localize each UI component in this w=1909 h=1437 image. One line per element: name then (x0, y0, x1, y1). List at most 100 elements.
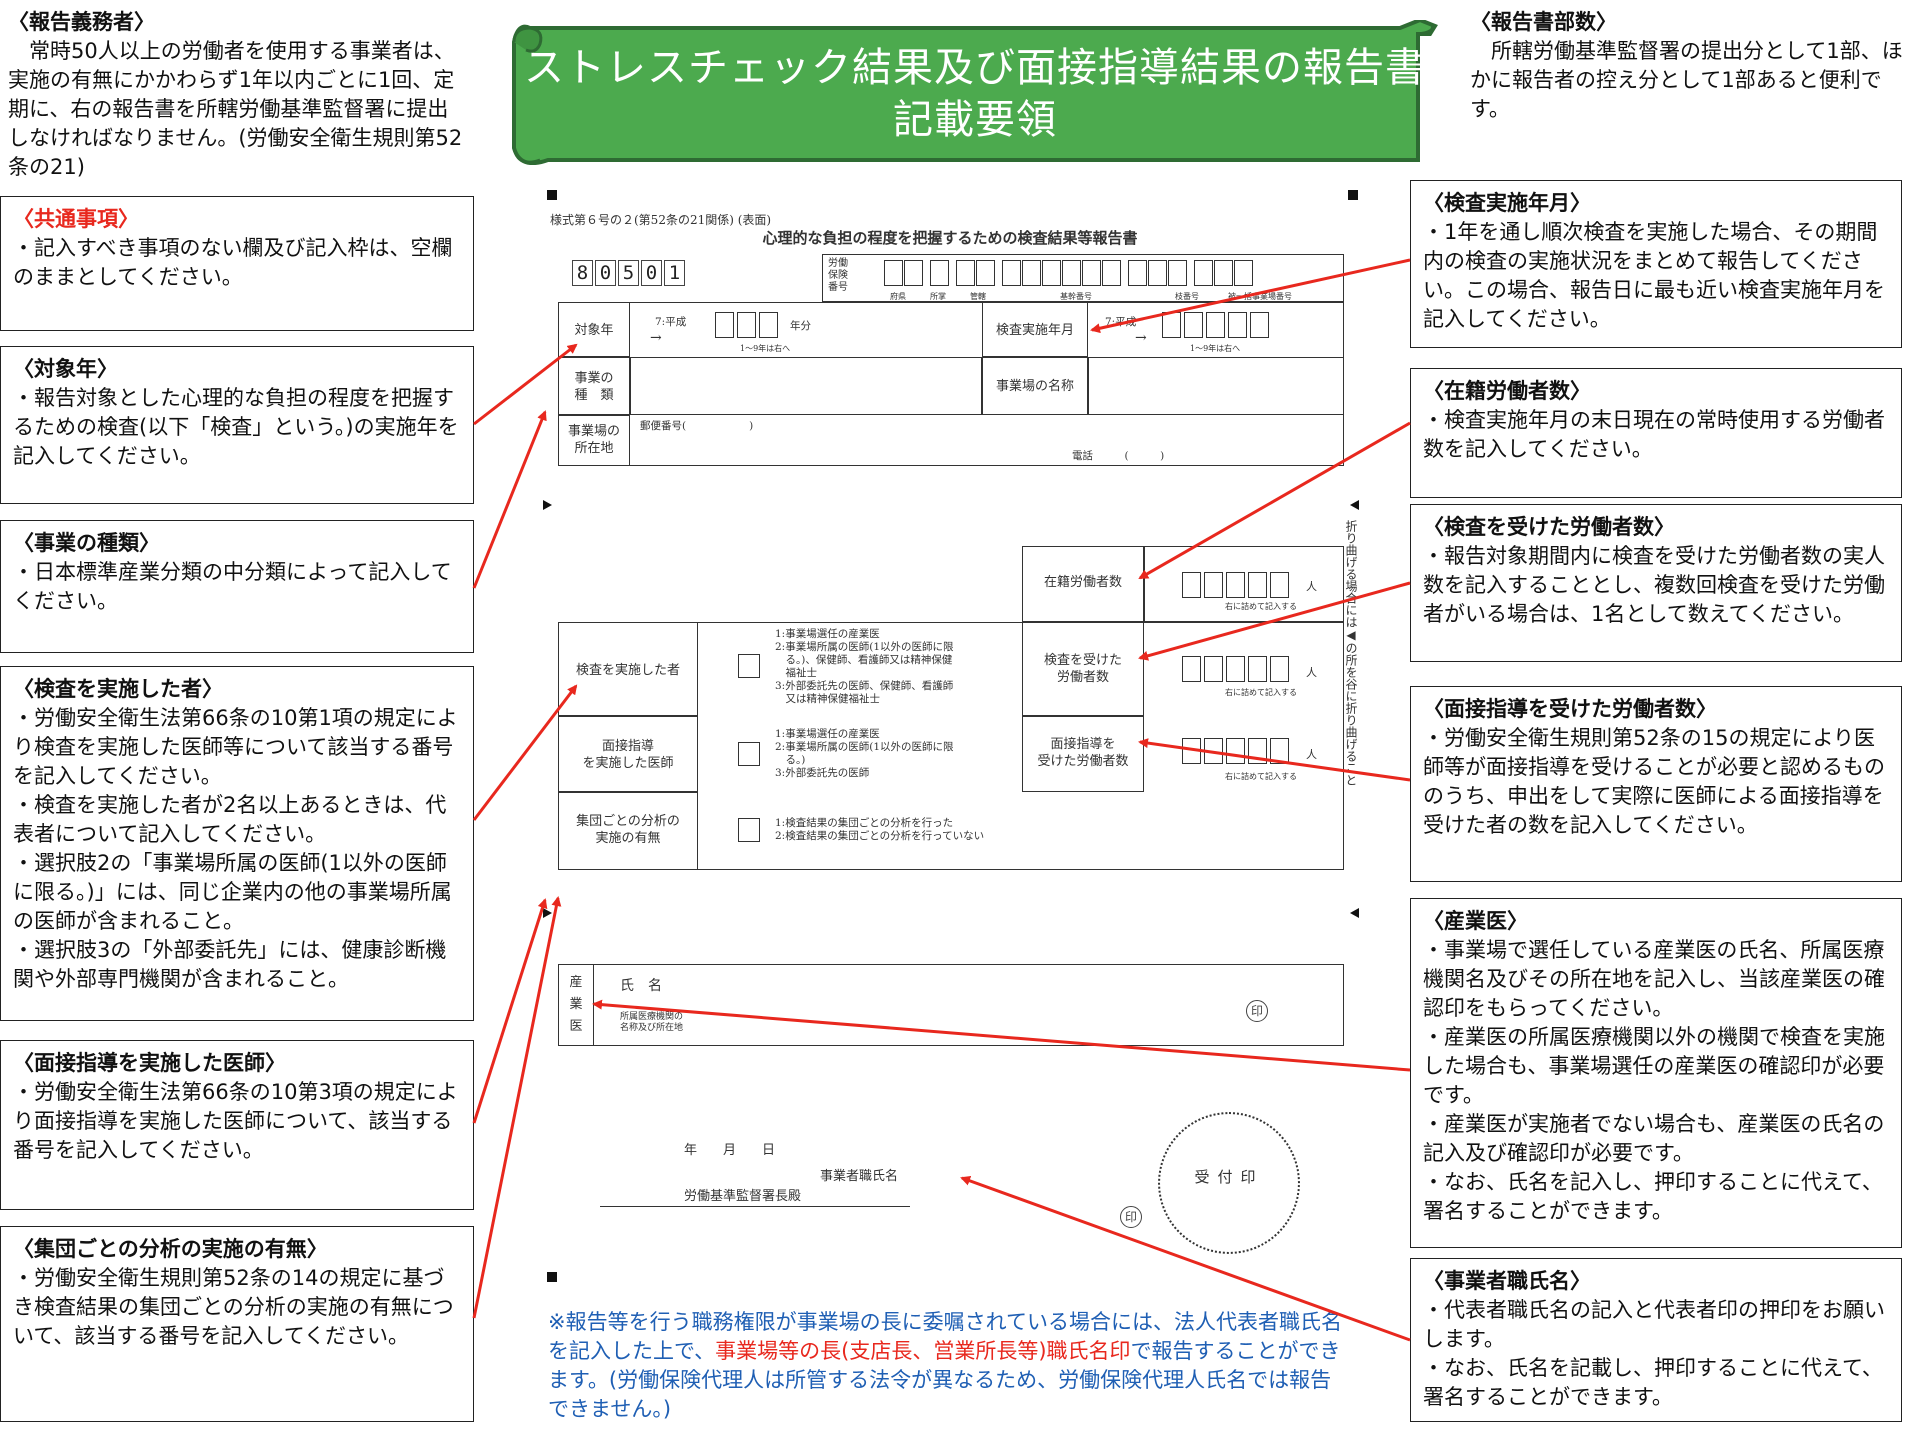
exam-month-box[interactable] (1250, 312, 1269, 338)
note-target-year-body: ・報告対象とした心理的な負担の程度を把握するための検査(以下「検査」という。)の… (13, 386, 459, 468)
count-digit-box[interactable] (1270, 656, 1289, 682)
insurance-number-digit-box[interactable] (1128, 260, 1147, 286)
doctor-seal-icon: 印 (1246, 1000, 1268, 1022)
exam-month-box[interactable] (1162, 312, 1181, 338)
employer-seal-icon: 印 (1120, 1206, 1142, 1228)
insurance-number-digit-box[interactable] (1022, 260, 1041, 286)
count-digit-box[interactable] (1248, 656, 1267, 682)
interview-doctor-options: 1:事業場選任の産業医 2:事業場所属の医師(1以外の医師に限 る。) 3:外部… (775, 728, 954, 779)
examiner-label: 検査を実施した者 (575, 663, 680, 678)
interviewed-unit: 人 (1306, 748, 1317, 761)
ins-sub-pref: 府県 (890, 292, 906, 301)
occupational-doctor-label: 産 業 医 (569, 975, 583, 1034)
insurance-number-digit-box[interactable] (1042, 260, 1061, 286)
insurance-number-digit-box[interactable] (1234, 260, 1253, 286)
interviewed-label: 面接指導を 受けた労働者数 (1037, 737, 1129, 769)
note-business-type: 〈事業の種類〉 ・日本標準産業分類の中分類によって記入してください。 (0, 520, 474, 653)
insurance-number-digit-box[interactable] (956, 260, 975, 286)
employer-name-field[interactable]: 事業者職氏名 (820, 1169, 899, 1184)
arrow-right-icon: → (1135, 330, 1147, 346)
examiner-checkbox[interactable] (738, 654, 760, 678)
exam-month-box[interactable] (1184, 312, 1203, 338)
address-cell (558, 415, 630, 466)
ins-sub-base: 基幹番号 (1060, 292, 1092, 301)
exam-month-label: 検査実施年月 (995, 323, 1074, 338)
count-digit-box[interactable] (1182, 572, 1201, 598)
address-label: 事業場の 所在地 (567, 424, 620, 456)
count-digit-box[interactable] (1226, 572, 1245, 598)
arrow-group-analysis (472, 896, 562, 1319)
target-year-unit: 年分 (790, 320, 811, 332)
business-type-field[interactable] (630, 357, 982, 415)
insurance-number-digit-box[interactable] (1082, 260, 1101, 286)
target-year-label: 対象年 (574, 323, 614, 338)
note-business-type-body: ・日本標準産業分類の中分類によって記入してください。 (13, 560, 452, 613)
footer-note-highlight: 事業場等の長(支店長、営業所長等)職氏名印 (715, 1339, 1131, 1363)
insurance-number-digit-box[interactable] (884, 260, 903, 286)
note-employer-name: 〈事業者職氏名〉 ・代表者職氏名の記入と代表者印の押印をお願いします。 ・なお、… (1410, 1258, 1902, 1422)
ins-sub-office: 管轄 (970, 292, 986, 301)
enrolled-hint: 右に詰めて記入する (1225, 602, 1297, 611)
note-group-analysis-body: ・労働安全衛生規則第52条の14の規定に基づき検査結果の集団ごとの分析の実施の有… (13, 1266, 454, 1348)
note-enrolled-heading: 〈在籍労働者数〉 (1423, 379, 1591, 403)
insurance-number-digit-box[interactable] (1168, 260, 1187, 286)
postal-code-field[interactable]: 郵便番号( ) (640, 420, 754, 432)
note-occupational-doctor: 〈産業医〉 ・事業場で選任している産業医の氏名、所属医療機関名及びその所在地を記… (1410, 898, 1902, 1248)
count-digit-box[interactable] (1204, 656, 1223, 682)
target-year-box[interactable] (759, 312, 778, 338)
examiner-options: 1:事業場選任の産業医 2:事業場所属の医師(1以外の医師に限 る。)、保健師、… (775, 628, 954, 705)
target-year-box[interactable] (715, 312, 734, 338)
reception-stamp-label: 受付印 (1194, 1168, 1264, 1186)
count-digit-box[interactable] (1226, 656, 1245, 682)
code-digit: 0 (595, 260, 616, 286)
group-analysis-checkbox[interactable] (738, 818, 760, 842)
interview-doctor-checkbox[interactable] (738, 742, 760, 766)
insurance-number-digit-box[interactable] (904, 260, 923, 286)
fold-marker-icon (543, 500, 552, 510)
examined-unit: 人 (1306, 666, 1317, 679)
insurance-number-digit-box[interactable] (1102, 260, 1121, 286)
reception-stamp-icon: 受付印 (1158, 1112, 1300, 1254)
count-digit-box[interactable] (1226, 738, 1245, 764)
target-year-box[interactable] (737, 312, 756, 338)
arrow-business-type (472, 410, 547, 589)
note-obligor-heading: 〈報告義務者〉 (8, 10, 155, 34)
insurance-number-digit-box[interactable] (1194, 260, 1213, 286)
insurance-number-digit-box[interactable] (1062, 260, 1081, 286)
note-obligor-body: 常時50人以上の労働者を使用する事業者は、実施の有無にかかわらず1年以内ごとに1… (8, 39, 463, 179)
ins-sub-jurisdiction: 所掌 (930, 292, 946, 301)
insurance-number-digit-box[interactable] (930, 260, 949, 286)
phone-field[interactable]: 電話 ( ) (1072, 450, 1165, 462)
count-digit-box[interactable] (1204, 738, 1223, 764)
insurance-number-digit-box[interactable] (1148, 260, 1167, 286)
insurance-number-digit-box[interactable] (976, 260, 995, 286)
insurance-number-label: 労働 保険 番号 (828, 258, 848, 293)
count-digit-box[interactable] (1248, 572, 1267, 598)
count-digit-box[interactable] (1248, 738, 1267, 764)
note-enrolled: 〈在籍労働者数〉 ・検査実施年月の末日現在の常時使用する労働者数を記入してくださ… (1410, 368, 1902, 498)
code-digit: 1 (664, 260, 685, 286)
addressee-underline (600, 1206, 910, 1207)
note-examiner: 〈検査を実施した者〉 ・労働安全衛生法第66条の10第1項の規定により検査を実施… (0, 666, 474, 1021)
workplace-name-field[interactable] (1088, 357, 1344, 415)
insurance-number-digit-box[interactable] (1002, 260, 1021, 286)
note-examined-body: ・報告対象期間内に検査を受けた労働者数の実人数を記入することとし、複数回検査を受… (1423, 544, 1885, 626)
count-digit-box[interactable] (1182, 656, 1201, 682)
note-examined: 〈検査を受けた労働者数〉 ・報告対象期間内に検査を受けた労働者数の実人数を記入す… (1410, 504, 1902, 662)
count-digit-box[interactable] (1182, 738, 1201, 764)
interview-doctor-label: 面接指導 を実施した医師 (582, 739, 674, 771)
code-digit: 8 (572, 260, 593, 286)
count-digit-box[interactable] (1270, 738, 1289, 764)
examined-cell (1022, 622, 1144, 716)
enrolled-unit: 人 (1306, 580, 1317, 593)
arrow-interview-doctor (472, 898, 548, 1124)
exam-month-box[interactable] (1206, 312, 1225, 338)
insurance-number-digit-box[interactable] (1214, 260, 1233, 286)
exam-month-box[interactable] (1228, 312, 1247, 338)
count-digit-box[interactable] (1204, 572, 1223, 598)
date-line[interactable]: 年 月 日 (684, 1143, 776, 1158)
exam-month-cell (982, 302, 1088, 357)
count-digit-box[interactable] (1270, 572, 1289, 598)
note-target-year-heading: 〈対象年〉 (13, 357, 118, 381)
note-copies-body: 所轄労働基準監督署の提出分として1部、ほかに報告者の控え分として1部あると便利で… (1470, 39, 1903, 121)
